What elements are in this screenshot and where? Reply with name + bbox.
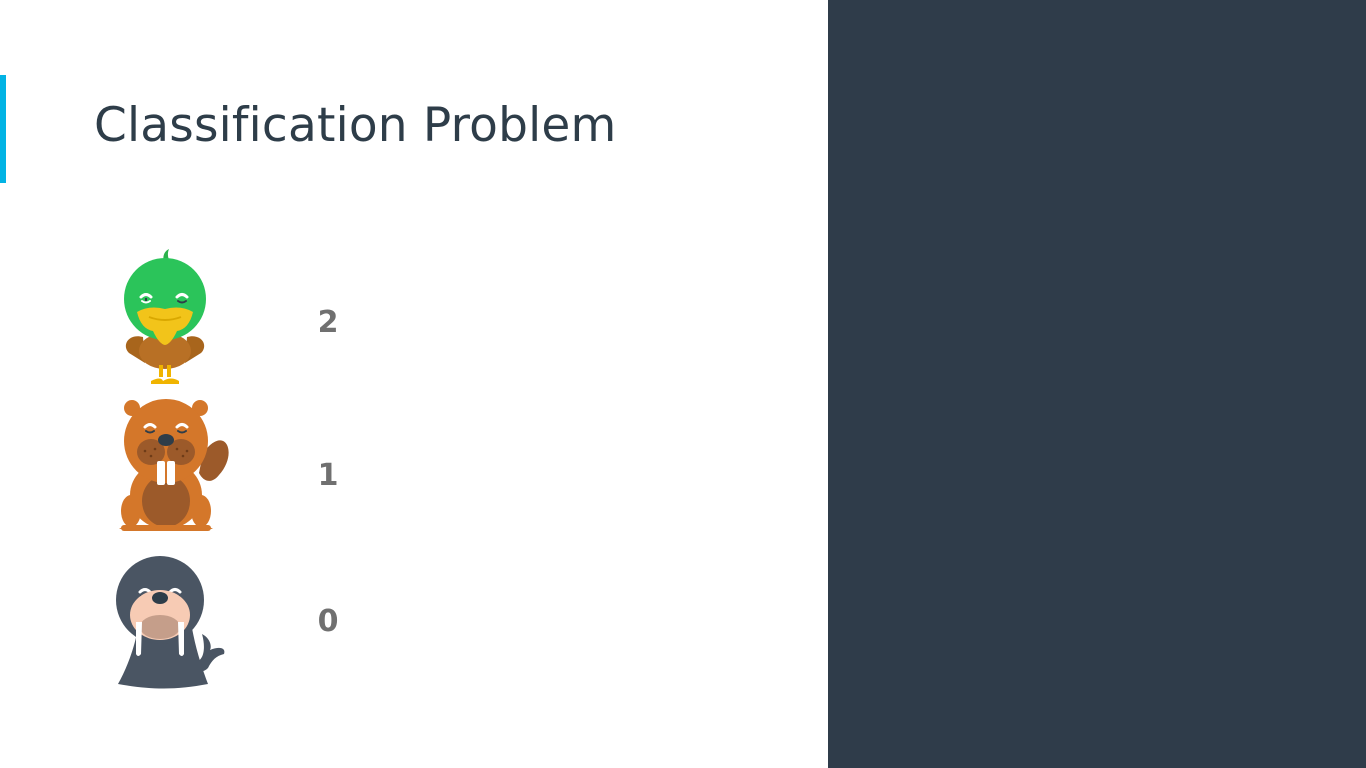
duck-icon (124, 249, 206, 384)
dark-side-panel (828, 0, 1366, 768)
beaver-label: 1 (317, 458, 339, 493)
walrus-icon (116, 556, 225, 689)
content-panel: Classification Problem (0, 75, 617, 689)
title-accent-bar (0, 75, 6, 183)
slide-title: Classification Problem (94, 98, 617, 153)
walrus-label: 0 (317, 604, 339, 639)
duck-label: 2 (317, 305, 339, 340)
beaver-icon (119, 399, 229, 531)
